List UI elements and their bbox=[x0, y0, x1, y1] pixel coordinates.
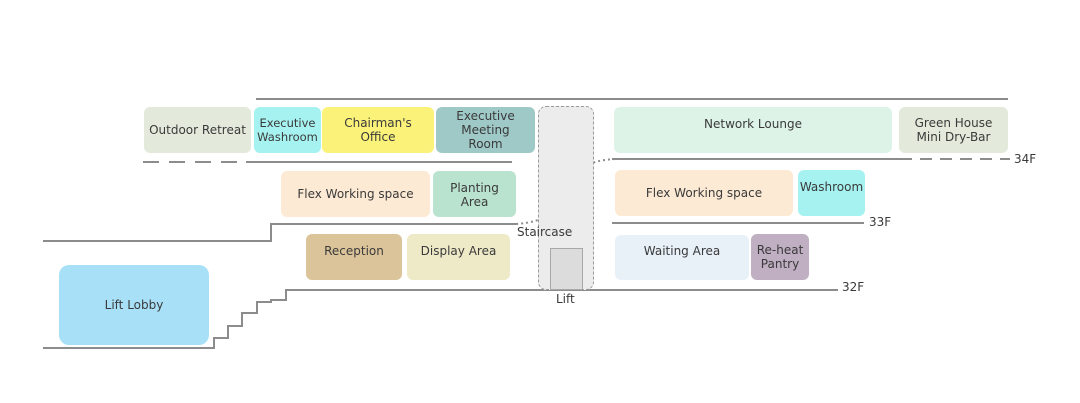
room-display-area: Display Area bbox=[407, 234, 510, 280]
room-flex-working-space-left: Flex Working space bbox=[281, 171, 430, 217]
room-washroom: Washroom bbox=[798, 170, 865, 216]
room-executive-meeting-room: Executive Meeting Room bbox=[436, 107, 535, 153]
floor-label-33f: 33F bbox=[869, 215, 892, 229]
room-reception: Reception bbox=[306, 234, 402, 280]
floor-label-32f: 32F bbox=[842, 280, 865, 294]
floor-32f-line bbox=[43, 289, 838, 349]
lift-label: Lift bbox=[556, 292, 575, 306]
room-chairmans-office: Chairman's Office bbox=[322, 107, 434, 153]
room-green-house-mini-dry-bar: Green House Mini Dry-Bar bbox=[899, 107, 1008, 153]
room-outdoor-retreat: Outdoor Retreat bbox=[144, 107, 251, 153]
floor-33f-line-left bbox=[43, 223, 516, 242]
floor-label-34f: 34F bbox=[1014, 152, 1037, 166]
room-flex-working-space-right: Flex Working space bbox=[615, 170, 793, 216]
room-network-lounge: Network Lounge bbox=[614, 107, 892, 153]
room-executive-washroom: Executive Washroom bbox=[254, 107, 321, 153]
room-waiting-area: Waiting Area bbox=[615, 235, 749, 280]
room-lift-lobby: Lift Lobby bbox=[59, 265, 209, 345]
lift-car bbox=[550, 248, 583, 290]
room-reheat-pantry: Re-heat Pantry bbox=[751, 234, 809, 280]
room-planting-area: Planting Area bbox=[433, 171, 516, 217]
staircase-label: Staircase bbox=[517, 225, 573, 239]
